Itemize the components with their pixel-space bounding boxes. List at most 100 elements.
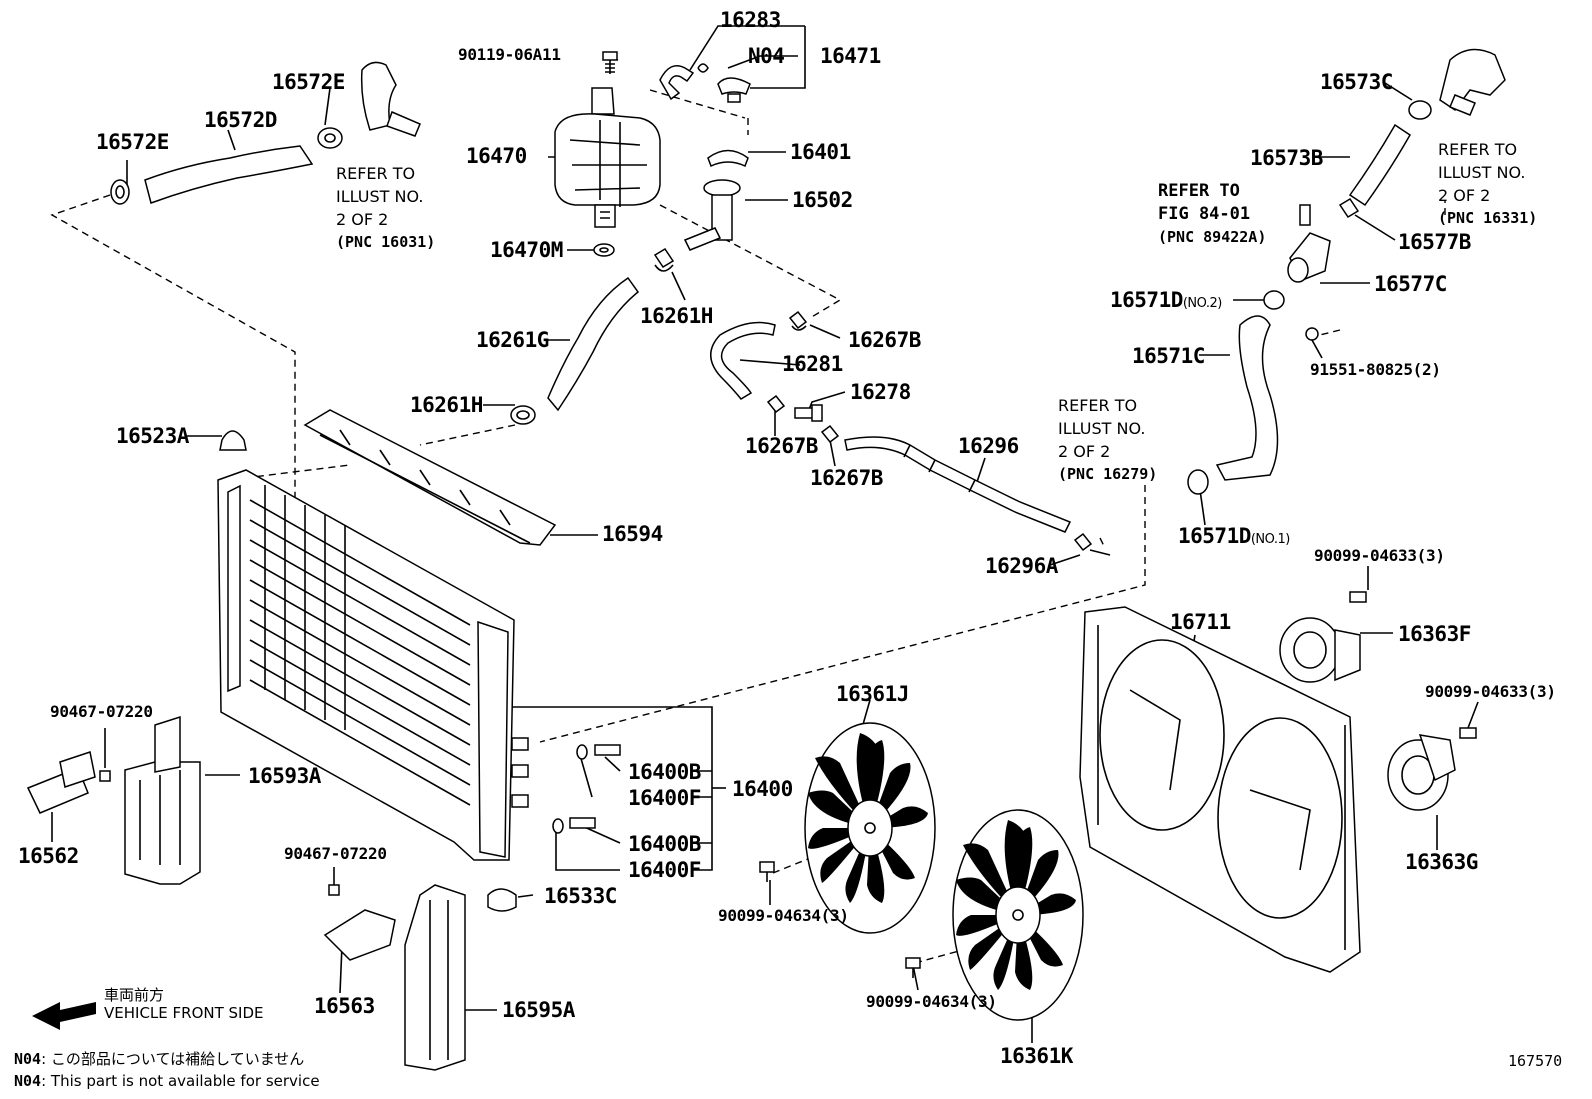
part-label-16572e-top[interactable]: 16572E xyxy=(272,70,345,94)
hose-16573b-icon xyxy=(1348,123,1411,207)
cap-16523a-icon xyxy=(219,430,247,451)
part-label-16361k[interactable]: 16361K xyxy=(1000,1044,1073,1068)
refer-note-fig-line2: FIG 84-01 xyxy=(1158,204,1251,224)
part-label-16563[interactable]: 16563 xyxy=(314,994,375,1018)
refer-note-16031-line3: 2 OF 2 xyxy=(336,210,389,229)
part-label-16261g[interactable]: 16261G xyxy=(476,328,549,352)
part-label-16571d-no1-number: 16571D xyxy=(1178,524,1251,548)
bolt-91551-icon xyxy=(1305,327,1319,341)
fan-motor-16363g-icon xyxy=(1387,734,1456,811)
refer-note-16031-line1: REFER TO xyxy=(336,164,416,183)
refer-note-fig-line1: REFER TO xyxy=(1158,181,1240,201)
screw-90099-mid-icon xyxy=(1459,727,1477,739)
part-label-16267b-a[interactable]: 16267B xyxy=(848,328,921,352)
refer-note-pnc-16031[interactable]: REFER TO ILLUST NO. 2 OF 2 (PNC 16031) xyxy=(336,162,435,254)
refer-note-pnc-16279[interactable]: REFER TO ILLUST NO. 2 OF 2 (PNC 16279) xyxy=(1058,394,1157,486)
part-label-90099-04634-left[interactable]: 90099-04634(3) xyxy=(718,906,849,925)
part-label-91551-80825[interactable]: 91551-80825(2) xyxy=(1310,360,1441,379)
part-label-16283[interactable]: 16283 xyxy=(720,8,781,32)
part-label-16571d-no2[interactable]: 16571D(NO.2) xyxy=(1110,290,1222,311)
n04-text-en: : This part is not available for service xyxy=(41,1072,320,1090)
part-label-16595a[interactable]: 16595A xyxy=(502,998,575,1022)
part-label-16572e-left[interactable]: 16572E xyxy=(96,130,169,154)
clip-16261h-top-icon xyxy=(653,247,675,272)
screw-90099-fanr-icon xyxy=(905,957,921,978)
clip-90467-b-icon xyxy=(328,884,340,896)
refer-note-16331-line2: ILLUST NO. xyxy=(1438,163,1526,182)
part-label-16400[interactable]: 16400 xyxy=(732,777,793,801)
part-label-16573b[interactable]: 16573B xyxy=(1250,146,1323,170)
clamp-16572e-left-icon xyxy=(110,179,130,205)
seal-16562-icon xyxy=(26,751,96,814)
part-label-16533c[interactable]: 16533C xyxy=(544,884,617,908)
water-inlet-16331-icon xyxy=(1439,48,1506,116)
part-label-90099-04633-mid[interactable]: 90099-04633(3) xyxy=(1425,682,1556,701)
hose-16571c-icon xyxy=(1215,315,1279,481)
reservoir-tank-16470-icon xyxy=(554,87,661,228)
part-label-90119-06a11[interactable]: 90119-06A11 xyxy=(458,45,561,64)
part-label-16400b-b[interactable]: 16400B xyxy=(628,832,701,856)
fan-16361j-icon xyxy=(804,722,936,934)
vehicle-front-arrow-icon xyxy=(32,1002,96,1030)
part-label-16267b-c[interactable]: 16267B xyxy=(810,466,883,490)
part-label-16363g[interactable]: 16363G xyxy=(1405,850,1478,874)
part-label-90467-07220-a[interactable]: 90467-07220 xyxy=(50,702,153,721)
refer-note-16331-line1: REFER TO xyxy=(1438,140,1518,159)
vehicle-front-jp: 車両前方 xyxy=(104,986,165,1004)
seal-16595a-icon xyxy=(404,884,466,1071)
part-label-16593a[interactable]: 16593A xyxy=(248,764,321,788)
part-label-16401[interactable]: 16401 xyxy=(790,140,851,164)
part-label-16278[interactable]: 16278 xyxy=(850,380,911,404)
refer-note-pnc-16331[interactable]: REFER TO ILLUST NO. 2 OF 2 (PNC 16331) xyxy=(1438,138,1537,230)
part-label-16400f-a[interactable]: 16400F xyxy=(628,786,701,810)
part-label-90099-04634-right[interactable]: 90099-04634(3) xyxy=(866,992,997,1011)
part-label-16470m[interactable]: 16470M xyxy=(490,238,563,262)
seal-16563-icon xyxy=(323,909,396,961)
refer-note-16031-line2: ILLUST NO. xyxy=(336,187,424,206)
part-label-16400f-b[interactable]: 16400F xyxy=(628,858,701,882)
part-label-16261h-left[interactable]: 16261H xyxy=(410,393,483,417)
connector-16278-icon xyxy=(794,404,823,422)
figure-number: 167570 xyxy=(1508,1052,1563,1070)
part-label-16572d[interactable]: 16572D xyxy=(204,108,277,132)
bolt-90119-icon xyxy=(602,51,618,74)
part-label-90467-07220-b[interactable]: 90467-07220 xyxy=(284,844,387,863)
part-label-16267b-b[interactable]: 16267B xyxy=(745,434,818,458)
filler-neck-16502-icon xyxy=(683,179,741,251)
part-label-16361j[interactable]: 16361J xyxy=(836,682,909,706)
part-label-16281[interactable]: 16281 xyxy=(782,352,843,376)
part-label-16571c[interactable]: 16571C xyxy=(1132,344,1205,368)
fan-shroud-16711-icon xyxy=(1079,606,1361,973)
part-label-16363f[interactable]: 16363F xyxy=(1398,622,1471,646)
part-label-16470[interactable]: 16470 xyxy=(466,144,527,168)
clamp-16571d-no1-icon xyxy=(1187,469,1209,495)
part-label-16400b-a[interactable]: 16400B xyxy=(628,760,701,784)
refer-note-16279-line4: (PNC 16279) xyxy=(1058,465,1158,483)
part-label-16296[interactable]: 16296 xyxy=(958,434,1019,458)
drain-plug-16400b-a-icon xyxy=(576,744,621,760)
part-label-16573c[interactable]: 16573C xyxy=(1320,70,1393,94)
outlet-16577c-icon xyxy=(1287,232,1331,283)
seal-16593a-icon xyxy=(124,715,201,885)
part-label-16502[interactable]: 16502 xyxy=(792,188,853,212)
part-label-16594[interactable]: 16594 xyxy=(602,522,663,546)
refer-note-fig-84-01[interactable]: REFER TO FIG 84-01 (PNC 89422A) xyxy=(1158,180,1266,249)
part-label-16562[interactable]: 16562 xyxy=(18,844,79,868)
clamp-16572e-top-icon xyxy=(317,127,343,149)
refer-note-16279-line1: REFER TO xyxy=(1058,396,1138,415)
part-label-16296a[interactable]: 16296A xyxy=(985,554,1058,578)
part-label-n04[interactable]: N04 xyxy=(748,44,785,68)
part-label-16571d-no1[interactable]: 16571D(NO.1) xyxy=(1178,526,1290,547)
part-label-90099-04633-top[interactable]: 90099-04633(3) xyxy=(1314,546,1445,565)
part-label-16577b[interactable]: 16577B xyxy=(1398,230,1471,254)
n04-note-jp: N04: この部品については補給していません xyxy=(14,1048,304,1069)
part-label-16523a[interactable]: 16523A xyxy=(116,424,189,448)
part-label-16261h-top[interactable]: 16261H xyxy=(640,304,713,328)
refer-note-fig-line3: (PNC 89422A) xyxy=(1158,228,1267,246)
clip-n04-icon xyxy=(697,63,709,73)
screw-90099-top-icon xyxy=(1349,591,1367,603)
part-label-16577c[interactable]: 16577C xyxy=(1374,272,1447,296)
part-label-16711[interactable]: 16711 xyxy=(1170,610,1231,634)
part-label-16471[interactable]: 16471 xyxy=(820,44,881,68)
